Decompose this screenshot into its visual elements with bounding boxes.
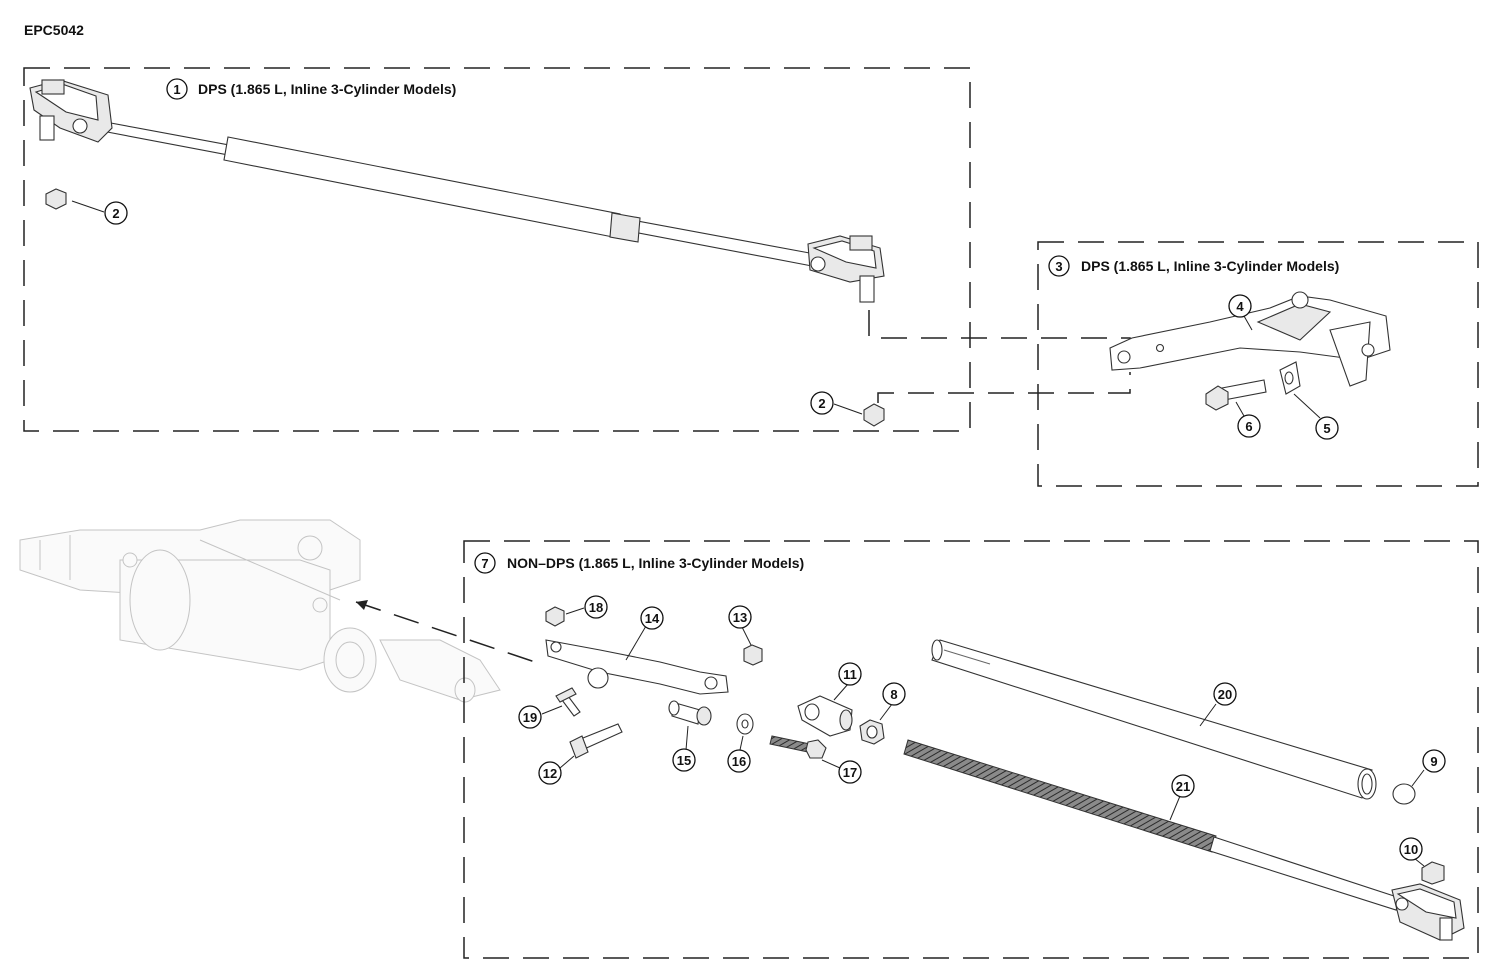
section-3-ref-circle — [1048, 255, 1070, 277]
callout-2-top — [104, 201, 128, 225]
section-7-dashed-box — [463, 540, 1479, 959]
tie-bar-end-fitting — [1391, 883, 1465, 941]
bolt-icon — [1205, 379, 1267, 411]
svg-text:20: 20 — [1218, 687, 1232, 702]
arrowhead-icon — [356, 600, 368, 610]
svg-text:21: 21 — [1176, 779, 1190, 794]
section-1-dashed-box — [23, 67, 971, 432]
connector-line-lower — [877, 372, 1131, 403]
section-7-ref-circle — [474, 552, 496, 574]
callout-12 — [538, 761, 562, 785]
steering-arm — [545, 639, 729, 695]
section-3-dashed-box — [1037, 241, 1479, 487]
callout-5 — [1315, 416, 1339, 440]
svg-text:15: 15 — [677, 753, 691, 768]
callout-2-bottom — [810, 391, 834, 415]
connector-line-upper — [868, 310, 1131, 350]
o-ring-icon — [1392, 783, 1416, 805]
section-3-title: DPS (1.865 L, Inline 3-Cylinder Models) — [1081, 258, 1339, 274]
hex-bolt-icon — [769, 735, 827, 759]
cylinder-connector-line — [355, 601, 536, 663]
svg-text:12: 12 — [543, 766, 557, 781]
callout-17 — [838, 760, 862, 784]
tie-bar-tube — [931, 639, 1377, 800]
callout-15 — [672, 748, 696, 772]
svg-text:6: 6 — [1245, 419, 1252, 434]
section-7-ref: 7 — [481, 556, 488, 571]
svg-text:10: 10 — [1404, 842, 1418, 857]
section-1-ref: 1 — [173, 82, 180, 97]
callout-21 — [1171, 774, 1195, 798]
svg-text:2: 2 — [112, 206, 119, 221]
diagram-id: EPC5042 — [24, 22, 84, 38]
section-7-title: NON–DPS (1.865 L, Inline 3-Cylinder Mode… — [507, 555, 804, 571]
section-1-title: DPS (1.865 L, Inline 3-Cylinder Models) — [198, 81, 456, 97]
nut-icon — [1421, 861, 1445, 885]
callout-11 — [838, 662, 862, 686]
svg-text:2: 2 — [818, 396, 825, 411]
screw-icon — [555, 687, 581, 717]
steering-cylinder-reference — [19, 519, 501, 703]
callout-6 — [1237, 414, 1261, 438]
section-dps-bracket: 3 DPS (1.865 L, Inline 3-Cylinder Models… — [1037, 241, 1479, 487]
section-3-ref: 3 — [1055, 259, 1062, 274]
svg-text:14: 14 — [645, 611, 660, 626]
svg-text:9: 9 — [1430, 754, 1437, 769]
steering-bracket — [1109, 291, 1391, 387]
svg-text:19: 19 — [523, 710, 537, 725]
svg-text:17: 17 — [843, 765, 857, 780]
callout-10 — [1399, 837, 1423, 861]
callout-8 — [882, 682, 906, 706]
nut-icon — [863, 403, 885, 427]
callout-18 — [584, 595, 608, 619]
svg-text:8: 8 — [890, 687, 897, 702]
tie-bar-assembly — [29, 79, 885, 303]
rod-end-icon — [797, 695, 853, 737]
callout-13 — [728, 605, 752, 629]
section-1-ref-circle — [166, 78, 188, 100]
svg-text:13: 13 — [733, 610, 747, 625]
spacer-icon — [668, 700, 712, 726]
section-non-dps: 7 NON–DPS (1.865 L, Inline 3-Cylinder Mo… — [463, 540, 1479, 959]
shoulder-bolt-icon — [569, 723, 623, 759]
callout-4 — [1228, 294, 1252, 318]
threaded-rod — [903, 739, 1401, 911]
svg-text:5: 5 — [1323, 421, 1330, 436]
callout-20 — [1213, 682, 1237, 706]
svg-text:4: 4 — [1236, 299, 1244, 314]
callout-14 — [640, 606, 664, 630]
callout-9 — [1422, 749, 1446, 773]
nut-icon — [743, 644, 763, 666]
callout-16 — [727, 749, 751, 773]
svg-text:11: 11 — [843, 667, 857, 682]
nut-icon — [545, 606, 565, 627]
section-dps-tie-bar: 1 DPS (1.865 L, Inline 3-Cylinder Models… — [23, 67, 971, 432]
svg-text:16: 16 — [732, 754, 746, 769]
svg-text:18: 18 — [589, 600, 603, 615]
nut-icon — [45, 188, 67, 210]
callout-19 — [518, 705, 542, 729]
